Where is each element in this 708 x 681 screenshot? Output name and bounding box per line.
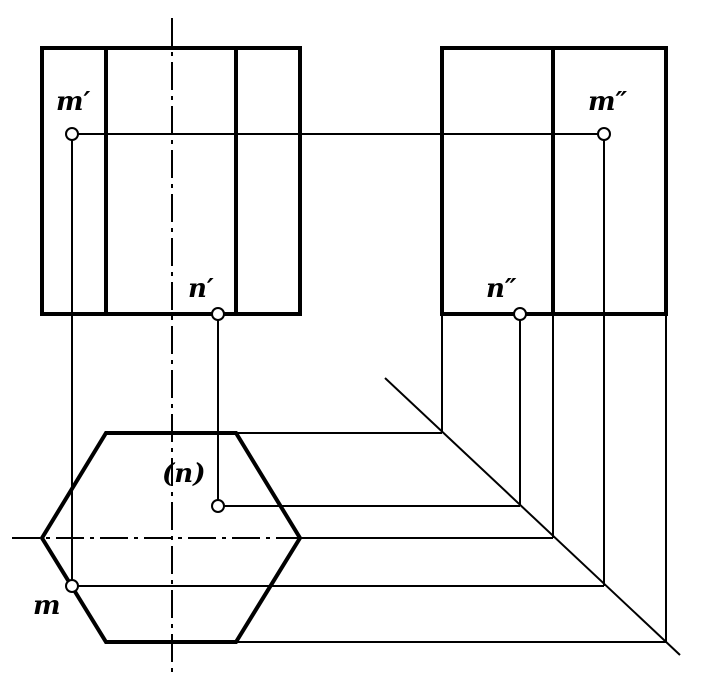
point-m-side [597,127,611,141]
point-n-side [513,307,527,321]
label-n-top: (n) [162,459,206,489]
label-m-front: m′ [56,87,91,117]
point-m-top [65,579,79,593]
point-n-front [211,307,225,321]
miter-line [384,377,681,656]
point-m-front [65,127,79,141]
top-to-miter-projectors [72,432,666,643]
label-m-side: m″ [588,87,628,117]
front-view [40,46,302,316]
front-view-outline [40,46,302,316]
miter-to-side-projectors [441,134,667,642]
label-n-side: n″ [486,274,517,304]
label-n-front: n′ [188,274,214,304]
side-view [440,46,668,316]
point-n-top [211,499,225,513]
label-m-top: m [33,591,61,621]
